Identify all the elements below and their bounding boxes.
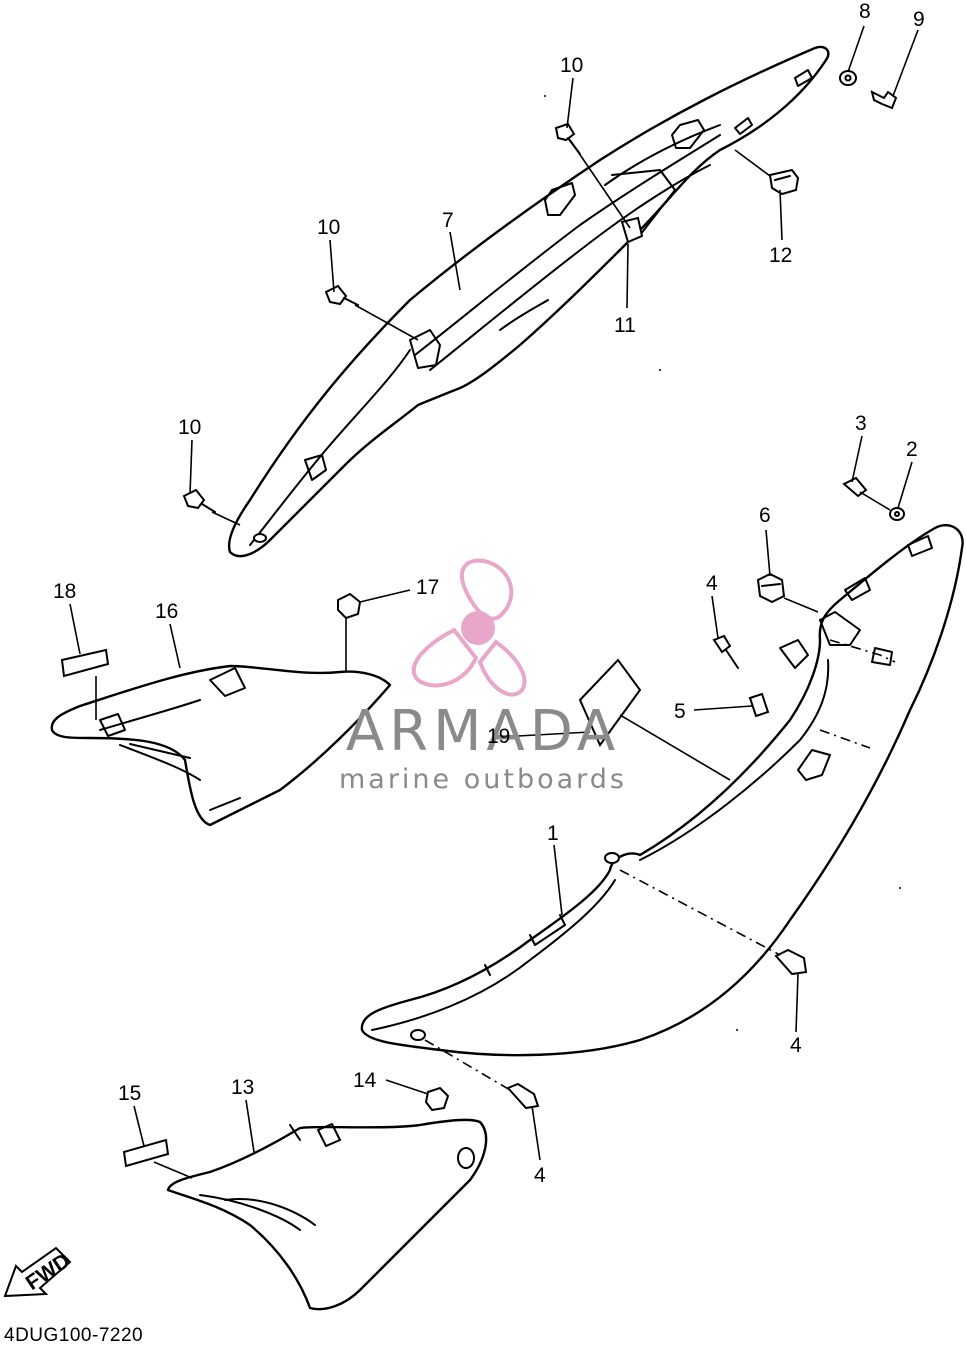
callout-1: 1 bbox=[547, 822, 559, 845]
diagram-code-label: 4DUG100-7220 bbox=[4, 1325, 144, 1346]
callout-17: 17 bbox=[416, 576, 439, 599]
callout-4-upper: 4 bbox=[706, 572, 718, 595]
watermark-tagline: marine outboards bbox=[339, 764, 627, 795]
leader-lines bbox=[69, 25, 919, 1179]
callout-10-middle: 10 bbox=[317, 216, 340, 239]
scan-dots bbox=[544, 95, 901, 1031]
part-4-screw-lower bbox=[506, 1082, 540, 1110]
callout-8: 8 bbox=[859, 0, 871, 23]
part-10-screw-middle bbox=[324, 284, 359, 306]
callout-15: 15 bbox=[118, 1082, 141, 1105]
part-12-grommet bbox=[768, 168, 800, 196]
part-9-screw bbox=[870, 90, 898, 110]
callout-11: 11 bbox=[614, 314, 636, 337]
callout-10-top: 10 bbox=[560, 54, 583, 77]
callout-5: 5 bbox=[674, 700, 686, 723]
callout-12: 12 bbox=[769, 244, 792, 267]
callout-10-bottom: 10 bbox=[178, 416, 201, 439]
callout-18: 18 bbox=[53, 580, 76, 603]
part-17-washer bbox=[337, 592, 362, 620]
part-4-screw-right bbox=[774, 948, 808, 976]
propeller-logo-icon bbox=[411, 558, 527, 697]
part-1-side-cover bbox=[360, 524, 964, 1057]
part-5-clip bbox=[748, 692, 770, 718]
part-19-label bbox=[578, 658, 642, 747]
part-8-washer bbox=[839, 70, 857, 86]
part-15-pad bbox=[122, 1138, 170, 1168]
callout-3: 3 bbox=[855, 412, 867, 435]
callout-16: 16 bbox=[155, 600, 178, 623]
callout-14: 14 bbox=[353, 1069, 377, 1092]
part-10-screw-bottom bbox=[182, 488, 216, 513]
callout-2: 2 bbox=[906, 438, 918, 461]
part-7-upper-cover bbox=[227, 45, 830, 558]
part-6-grommet bbox=[756, 572, 786, 604]
callout-19: 19 bbox=[487, 725, 510, 748]
callout-13: 13 bbox=[231, 1076, 254, 1099]
callout-9: 9 bbox=[913, 8, 925, 31]
part-16-panel bbox=[50, 664, 392, 827]
callout-4-right: 4 bbox=[790, 1034, 802, 1057]
callout-6: 6 bbox=[759, 504, 771, 527]
armada-watermark: ARMADA marine outboards bbox=[339, 558, 627, 795]
fwd-arrow-icon: FWD bbox=[3, 1246, 74, 1298]
callout-7: 7 bbox=[442, 209, 454, 232]
callout-4-lower: 4 bbox=[534, 1164, 546, 1187]
part-18-pad bbox=[60, 648, 110, 678]
watermark-brand: ARMADA bbox=[346, 699, 620, 764]
callout-numbers: 1 2 3 4 4 4 5 6 7 8 9 10 10 10 11 12 13 … bbox=[53, 0, 925, 1187]
part-4-screw-upper bbox=[712, 634, 739, 669]
part-2-washer bbox=[889, 507, 905, 521]
part-14-washer bbox=[424, 1086, 450, 1112]
part-13-panel bbox=[166, 1118, 488, 1311]
